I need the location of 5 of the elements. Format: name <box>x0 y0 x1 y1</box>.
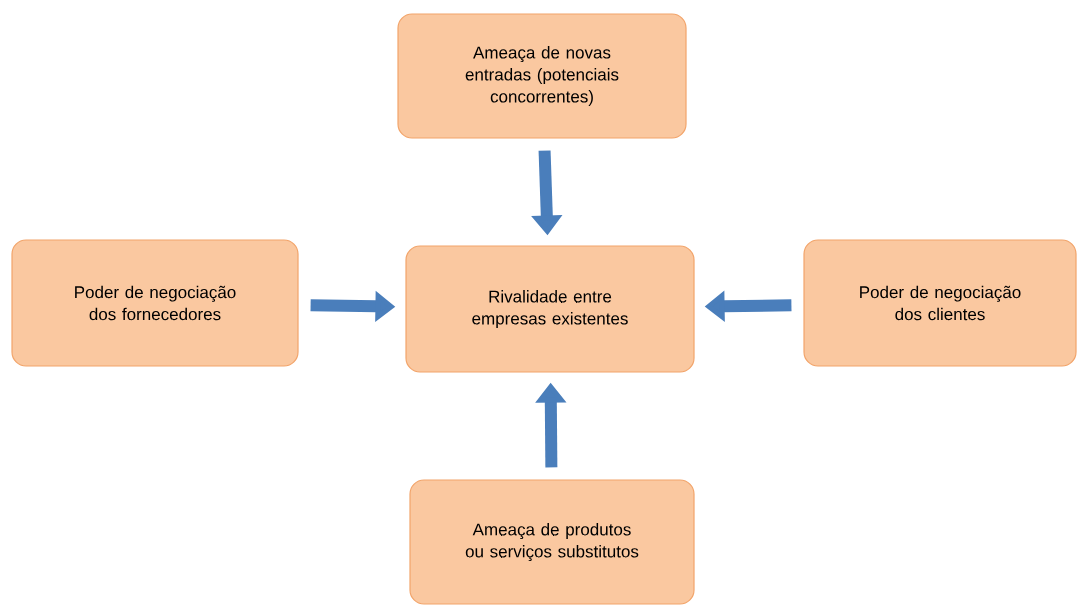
process-box: Poder de negociação dos clientes <box>803 239 1077 367</box>
process-box: Rivalidade entre empresas existentes <box>405 245 695 373</box>
process-box: Ameaça de novas entradas (potenciais concorrentes) <box>397 13 687 139</box>
process-box: Poder de negociação dos fornecedores <box>11 239 299 367</box>
process-box: Ameaça de produtos ou serviços substitutos <box>409 479 695 605</box>
